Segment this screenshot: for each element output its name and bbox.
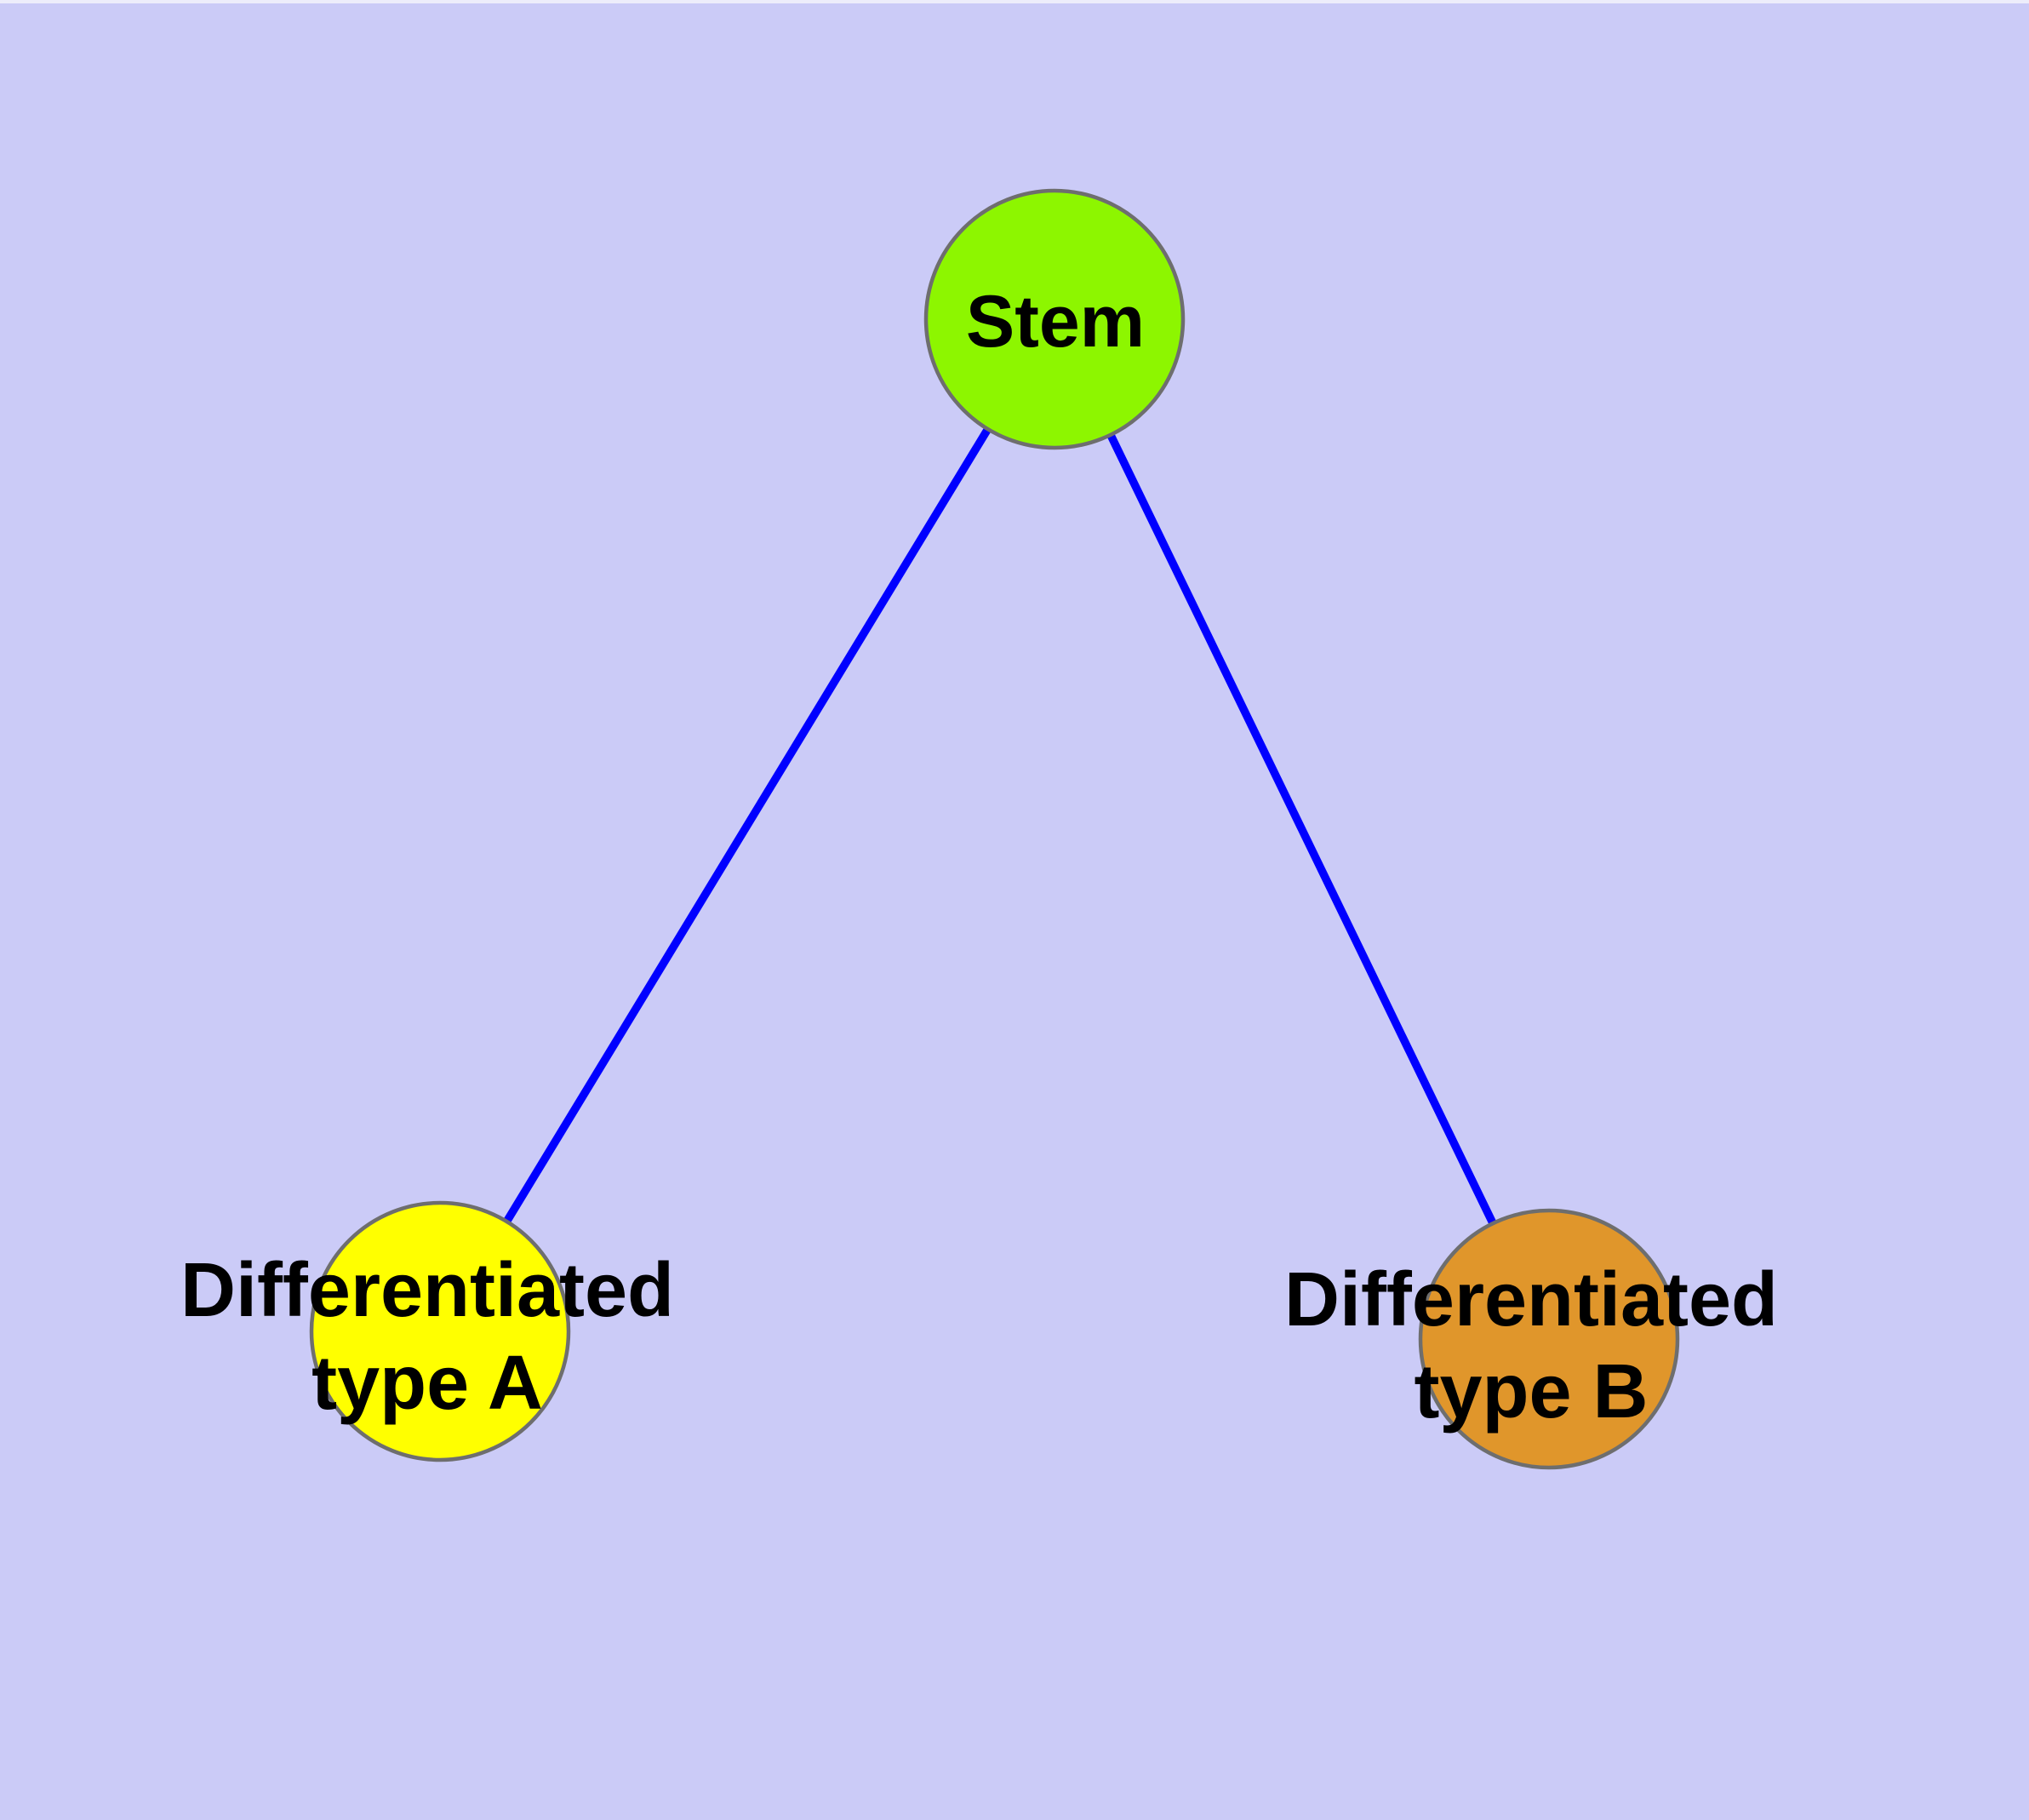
top-margin-strip bbox=[0, 0, 2029, 3]
type-b-label-line2: type B bbox=[1414, 1349, 1648, 1434]
stem-node bbox=[923, 188, 1186, 450]
edge-stem-to-type-b bbox=[1050, 317, 1553, 1342]
edge-stem-to-type-a bbox=[436, 317, 1059, 1334]
type-a-node bbox=[309, 1200, 571, 1462]
type-a-label-line1: Differentiated bbox=[180, 1248, 674, 1333]
type-a-label-line2: type A bbox=[311, 1341, 543, 1426]
stem-node-label: Stem bbox=[966, 281, 1145, 363]
type-b-node bbox=[1418, 1208, 1680, 1470]
type-b-label-line1: Differentiated bbox=[1284, 1257, 1778, 1342]
